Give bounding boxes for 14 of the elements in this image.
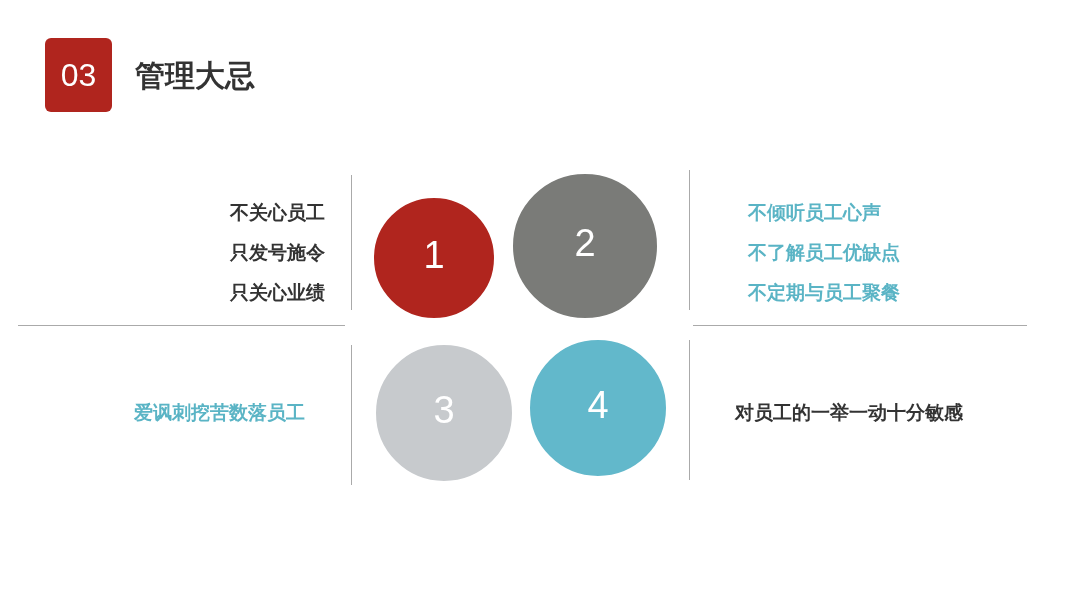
caption-text: 不关心员工: [230, 200, 325, 225]
circle-number: 2: [573, 222, 597, 265]
circle-number: 1: [422, 234, 446, 277]
caption-text: 对员工的一举一动十分敏感: [735, 400, 963, 425]
number-badge: 03: [45, 38, 112, 112]
caption-text: 不定期与员工聚餐: [748, 280, 900, 305]
circle-number: 4: [586, 384, 610, 427]
caption-text: 不了解员工优缺点: [748, 240, 900, 265]
caption-text: 只关心业绩: [230, 280, 325, 305]
caption-text: 不倾听员工心声: [748, 200, 881, 225]
caption-text: 爱讽刺挖苦数落员工: [134, 400, 305, 425]
circle-number: 3: [432, 389, 456, 432]
caption-text: 只发号施令: [230, 240, 325, 265]
slide-title: 管理大忌: [135, 57, 255, 95]
